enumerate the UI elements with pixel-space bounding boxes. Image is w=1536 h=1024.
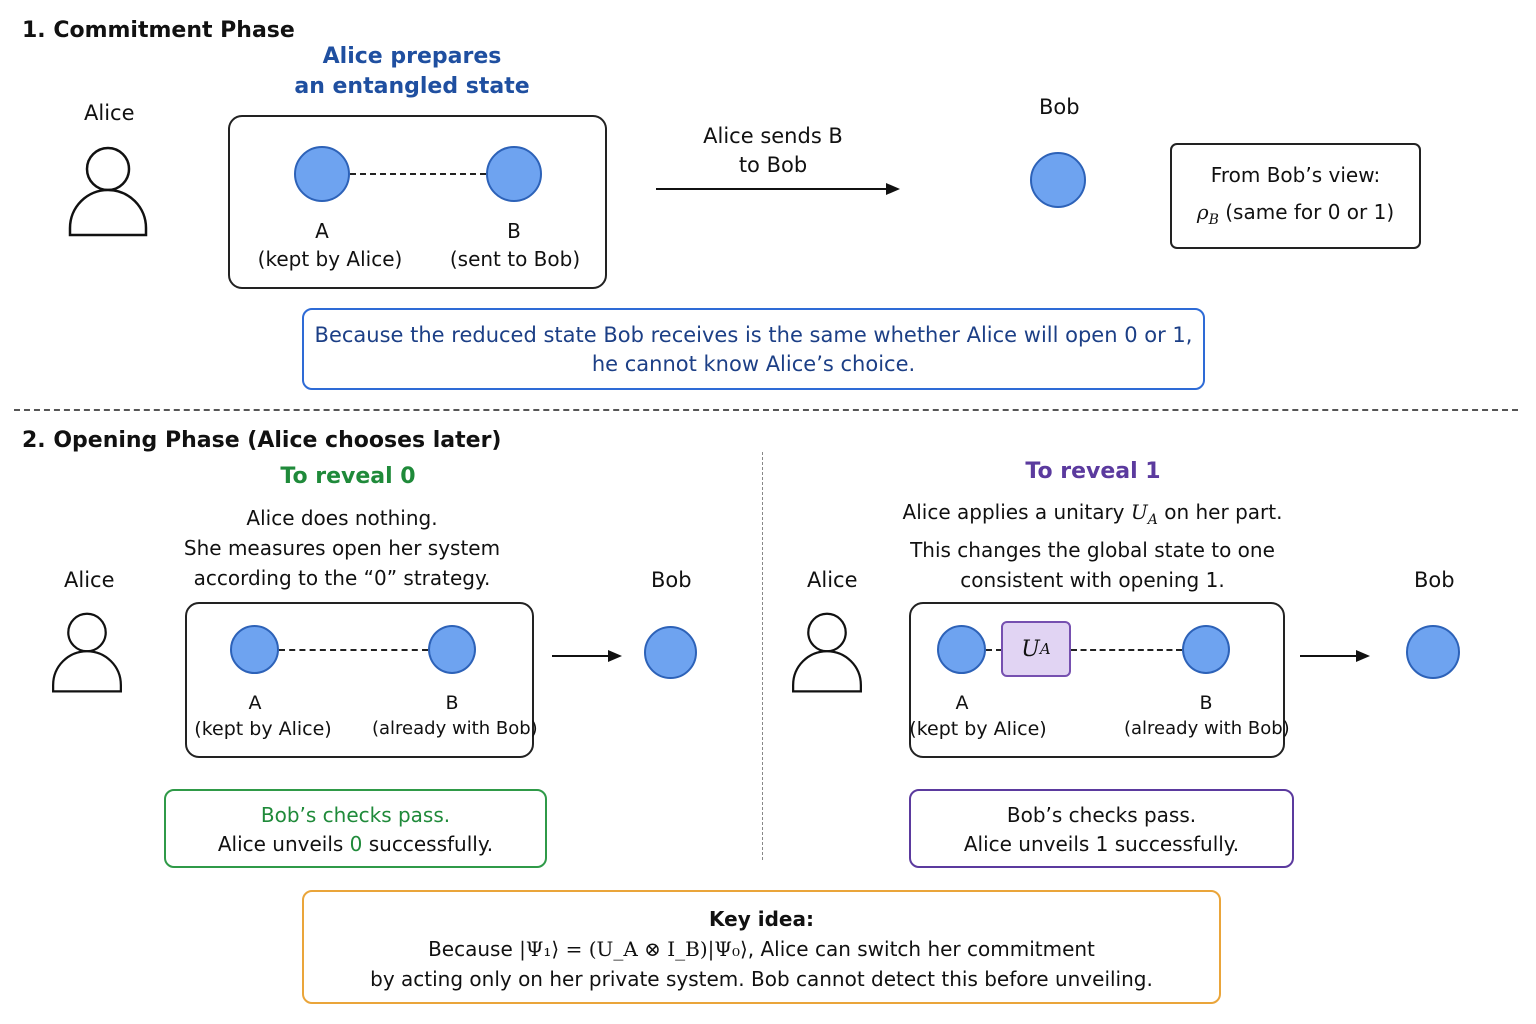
prepares-heading-line1: Alice prepares: [322, 44, 502, 69]
qubit-a: [294, 146, 350, 202]
entanglement-link: [350, 173, 486, 175]
reveal1-state-box: [909, 602, 1285, 758]
prepares-heading-line2: an entangled state: [294, 74, 530, 99]
qubit-b: [486, 146, 542, 202]
section-divider: [14, 409, 1518, 411]
note-line2: he cannot know Alice’s choice.: [591, 352, 916, 376]
arrow-right-icon: [1300, 650, 1370, 662]
person-icon: [52, 612, 122, 693]
reveal1-desc-line1: Alice applies a unitary UA on her part.: [880, 497, 1305, 535]
arrow-right-icon: [656, 183, 900, 195]
unitary-subscript: A: [1147, 512, 1158, 528]
commitment-phase-title: 1. Commitment Phase: [22, 18, 295, 43]
reveal0-result-line2: Alice unveils 0 successfully.: [166, 830, 545, 859]
reveal1-heading: To reveal 1: [1025, 459, 1161, 484]
reveal1-qubit-b: [1182, 625, 1230, 674]
arrow-right-icon: [552, 650, 622, 662]
reveal0-entanglement-link: [279, 649, 428, 651]
reveal0-desc-line2: She measures open her system: [183, 536, 501, 560]
indistinguishability-note: Because the reduced state Bob receives i…: [302, 308, 1205, 390]
reveal1-desc-line3: consistent with opening 1.: [960, 568, 1225, 592]
reveal1-link-left: [986, 649, 1002, 651]
key-idea-line1: Because |Ψ₁⟩ = (U_A ⊗ I_B)|Ψ₀⟩, Alice ca…: [304, 934, 1219, 964]
reveal1-qubit-a-name: A: [955, 692, 969, 714]
reveal0-result-post: successfully.: [362, 832, 494, 856]
reveal0-result-pre: Alice unveils: [217, 832, 350, 856]
reveal0-qubit-a-name: A: [248, 692, 262, 714]
reveal0-qubit-b: [428, 625, 476, 674]
gate-subscript: A: [1039, 640, 1051, 658]
reveal1-qubit-b-name: B: [1199, 692, 1213, 714]
reveal1-bob-label: Bob: [1414, 568, 1455, 592]
person-icon: [792, 612, 862, 693]
reveal0-heading: To reveal 0: [280, 464, 416, 489]
reveal1-result-line2: Alice unveils 1 successfully.: [963, 832, 1240, 856]
reveal0-qubit-a-desc: (kept by Alice): [194, 718, 332, 740]
unitary-symbol: U: [1130, 500, 1148, 524]
rho-symbol: ρ: [1196, 200, 1209, 224]
reveal1-desc-line2: This changes the global state to one: [910, 538, 1275, 562]
sends-text: Alice sends B to Bob: [683, 122, 863, 180]
sends-line1: Alice sends B: [703, 124, 843, 148]
reveal1-result-line1: Bob’s checks pass.: [1006, 803, 1197, 827]
reveal1-result-box: Bob’s checks pass. Alice unveils 1 succe…: [909, 789, 1294, 868]
reveal1-alice-label: Alice: [807, 568, 858, 592]
reveal0-alice-label: Alice: [64, 568, 115, 592]
bob-view-rest: (same for 0 or 1): [1218, 200, 1395, 224]
entangled-state-box: [228, 115, 607, 289]
qubit-b-desc: (sent to Bob): [449, 247, 581, 271]
key-idea-post: , Alice can switch her commitment: [747, 937, 1095, 961]
reveal1-qubit-a-desc: (kept by Alice): [909, 718, 1047, 740]
reveal0-result-box: Bob’s checks pass. Alice unveils 0 succe…: [164, 789, 547, 868]
person-icon: [68, 146, 148, 237]
reveal0-description: Alice does nothing. She measures open he…: [170, 503, 514, 593]
reveal0-bob-qubit: [644, 626, 697, 679]
alice-label: Alice: [84, 101, 135, 125]
reveal0-desc-line3: according to the “0” strategy.: [193, 566, 491, 590]
bob-view-box: [1170, 143, 1421, 249]
column-divider: [762, 452, 763, 860]
key-idea-box: Key idea: Because |Ψ₁⟩ = (U_A ⊗ I_B)|Ψ₀⟩…: [302, 890, 1221, 1004]
bob-view-title: From Bob’s view:: [1210, 163, 1381, 187]
reveal0-qubit-b-desc: (already with Bob): [372, 718, 538, 739]
qubit-a-name: A: [315, 219, 329, 243]
opening-phase-title: 2. Opening Phase (Alice chooses later): [22, 428, 502, 453]
key-idea-pre: Because: [428, 937, 520, 961]
reveal1-desc-post: on her part.: [1157, 500, 1283, 524]
reveal0-qubit-b-name: B: [445, 692, 459, 714]
sends-line2: to Bob: [738, 153, 808, 177]
reveal0-bob-label: Bob: [651, 568, 692, 592]
reveal1-entanglement-link: [1071, 649, 1182, 651]
reveal0-desc-line1: Alice does nothing.: [246, 506, 438, 530]
reveal1-description: Alice applies a unitary UA on her part. …: [880, 497, 1305, 595]
reveal1-desc-pre: Alice applies a unitary: [902, 500, 1131, 524]
reveal0-result-line1: Bob’s checks pass.: [260, 803, 451, 827]
key-idea-formula: |Ψ₁⟩ = (U_A ⊗ I_B)|Ψ₀⟩: [519, 937, 748, 961]
key-idea-line2: by acting only on her private system. Bo…: [370, 967, 1153, 991]
reveal1-bob-qubit: [1406, 625, 1460, 679]
qubit-b-name: B: [507, 219, 521, 243]
reveal1-qubit-b-desc: (already with Bob): [1124, 718, 1290, 739]
bob-view-state: ρB (same for 0 or 1): [1170, 200, 1421, 228]
reveal0-qubit-a: [230, 625, 279, 674]
bob-qubit: [1030, 152, 1086, 208]
gate-symbol: U: [1021, 636, 1040, 662]
qubit-a-desc: (kept by Alice): [257, 247, 403, 271]
rho-subscript: B: [1208, 212, 1219, 228]
key-idea-title: Key idea:: [709, 907, 814, 931]
note-line1: Because the reduced state Bob receives i…: [314, 323, 1193, 347]
reveal0-result-value: 0: [349, 832, 363, 856]
prepares-heading: Alice prepares an entangled state: [262, 42, 562, 102]
bob-label: Bob: [1039, 95, 1080, 119]
reveal1-qubit-a: [937, 625, 986, 674]
